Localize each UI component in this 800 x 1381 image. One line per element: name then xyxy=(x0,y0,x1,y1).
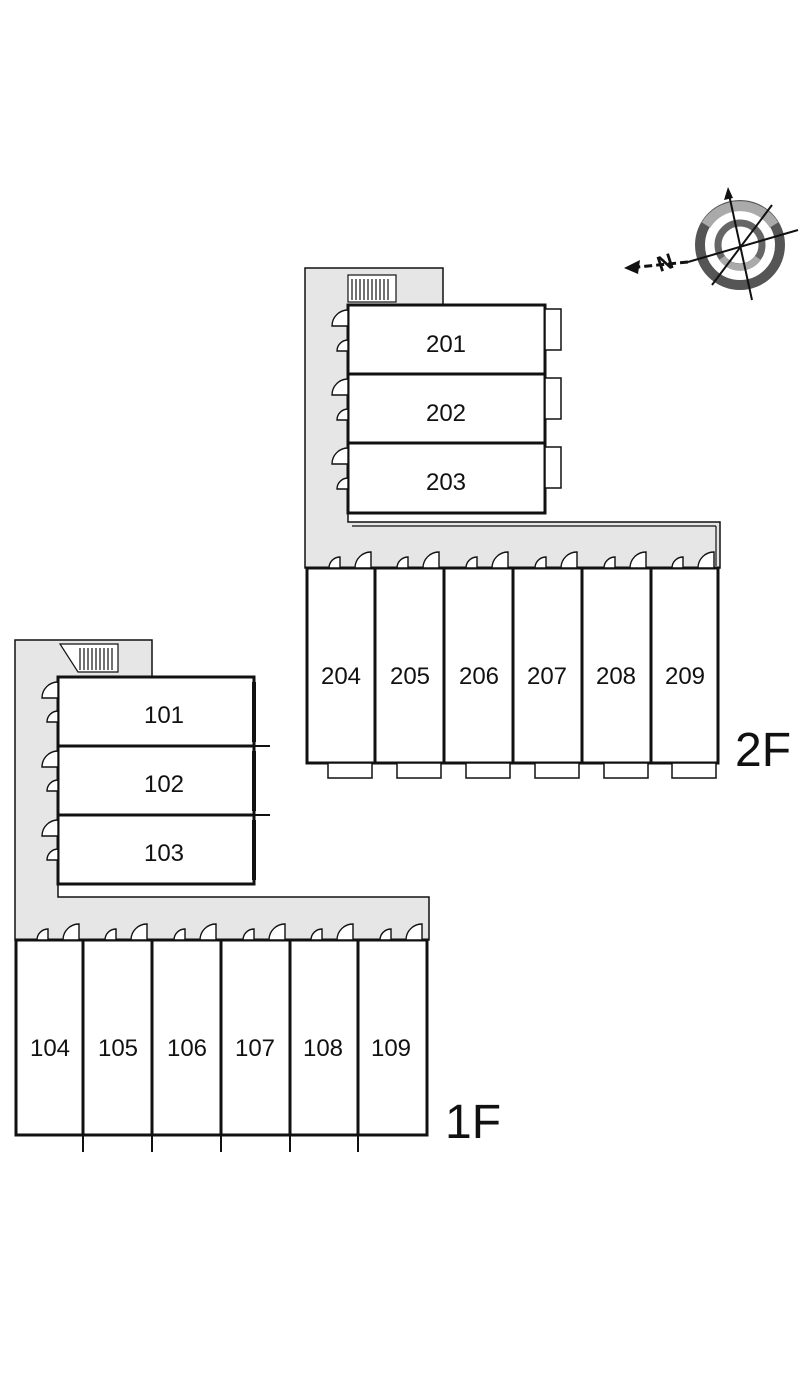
unit-205: 205 xyxy=(373,566,446,779)
unit-label: 103 xyxy=(144,840,184,867)
partition-extensions-1f xyxy=(82,1135,359,1152)
unit-105: 105 xyxy=(81,938,154,1137)
unit-label: 208 xyxy=(596,663,636,690)
floor-2f: 201 202 203 204 xyxy=(304,267,791,779)
unit-label: 106 xyxy=(167,1035,207,1062)
unit-108: 108 xyxy=(288,938,360,1137)
unit-label: 209 xyxy=(665,663,705,690)
unit-202: 202 xyxy=(346,372,562,445)
north-label: N xyxy=(654,248,677,277)
unit-104: 104 xyxy=(14,938,85,1137)
staircase-1f xyxy=(58,643,119,673)
unit-109: 109 xyxy=(356,938,429,1137)
unit-label: 202 xyxy=(426,400,466,427)
unit-204: 204 xyxy=(305,566,377,779)
unit-106: 106 xyxy=(150,938,223,1137)
staircase-2f xyxy=(347,274,397,303)
doors-1f-left xyxy=(41,681,59,861)
unit-label: 108 xyxy=(303,1035,343,1062)
unit-label: 203 xyxy=(426,469,466,496)
doors-1f-bottom xyxy=(36,923,423,941)
unit-label: 201 xyxy=(426,331,466,358)
unit-label: 204 xyxy=(321,663,361,690)
unit-209: 209 xyxy=(649,566,720,779)
unit-203: 203 xyxy=(346,441,562,515)
unit-101: 101 xyxy=(56,675,256,748)
unit-label: 102 xyxy=(144,771,184,798)
unit-label: 205 xyxy=(390,663,430,690)
unit-label: 105 xyxy=(98,1035,138,1062)
unit-107: 107 xyxy=(219,938,292,1137)
unit-label: 101 xyxy=(144,702,184,729)
unit-201: 201 xyxy=(346,303,562,376)
floor-label-2f: 2F xyxy=(735,724,791,777)
unit-208: 208 xyxy=(580,566,653,779)
floor-label-1f: 1F xyxy=(445,1096,501,1149)
unit-103: 103 xyxy=(56,813,256,886)
unit-label: 109 xyxy=(371,1035,411,1062)
unit-label: 104 xyxy=(30,1035,70,1062)
doors-2f-left xyxy=(331,309,349,490)
unit-206: 206 xyxy=(442,566,515,779)
unit-label: 206 xyxy=(459,663,499,690)
floor-1f: 101 102 103 104 105 xyxy=(14,639,501,1152)
compass-icon: N xyxy=(624,187,799,301)
unit-label: 207 xyxy=(527,663,567,690)
unit-102: 102 xyxy=(56,744,256,817)
doors-2f-bottom xyxy=(328,551,715,569)
unit-207: 207 xyxy=(511,566,584,779)
unit-label: 107 xyxy=(235,1035,275,1062)
